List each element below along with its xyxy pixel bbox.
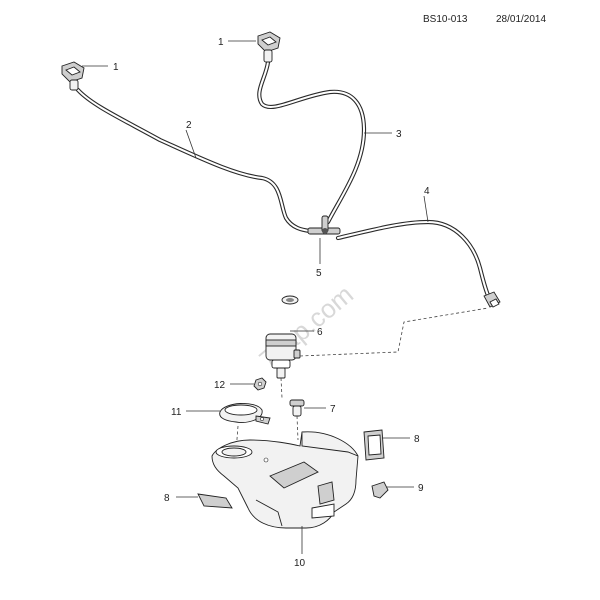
clip: [371, 481, 389, 499]
nut: [253, 377, 267, 391]
hose-3: [257, 59, 367, 225]
t-connector: [307, 215, 341, 235]
callout-5: 5: [316, 268, 322, 279]
callout-7: 7: [330, 404, 336, 415]
diagram-date: 28/01/2014: [496, 14, 546, 25]
cap-to-reservoir-line: [235, 425, 239, 453]
callout-12: 12: [214, 380, 226, 391]
pump-connection-line: [299, 307, 489, 357]
pump-seal-ring: [281, 295, 299, 305]
washer-pump: [265, 333, 301, 379]
hose-elbow: [483, 291, 501, 308]
pad-right: [363, 429, 385, 461]
washer-reservoir: [211, 431, 359, 529]
pump-to-reservoir-line: [280, 377, 283, 399]
callout-8-left: 8: [164, 493, 170, 504]
grommet-to-reservoir-line: [296, 415, 299, 441]
callout-3: 3: [396, 129, 402, 140]
nozzle-left: [61, 61, 85, 91]
callout-6: 6: [317, 327, 323, 338]
callout-4: 4: [424, 186, 430, 197]
hose-2: [75, 87, 313, 234]
callout-1-left: 1: [113, 62, 119, 73]
hose-4: [335, 219, 493, 303]
callout-11: 11: [171, 407, 182, 418]
callout-2: 2: [186, 120, 192, 131]
callout-10: 10: [294, 558, 306, 569]
leader-lines: [82, 40, 429, 554]
pump-grommet: [289, 399, 305, 417]
diagram-code: BS10-013: [423, 14, 468, 25]
callout-9: 9: [418, 483, 424, 494]
callout-1-right: 1: [218, 37, 224, 48]
callout-8-right: 8: [414, 434, 420, 445]
filler-cap: [219, 403, 271, 425]
nozzle-right: [257, 31, 281, 63]
pad-left: [197, 493, 233, 509]
